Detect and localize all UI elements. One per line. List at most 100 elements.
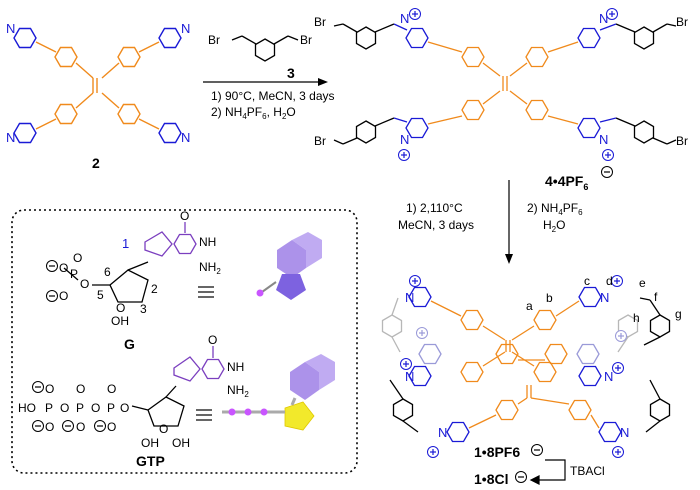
cage-n-5: N bbox=[438, 425, 447, 440]
top-condition-1: 1) 90°C, MeCN, 3 days bbox=[211, 89, 335, 103]
proton-label-d: d bbox=[606, 274, 613, 288]
c4-n-plus-2: N bbox=[599, 11, 608, 26]
gtp-o5: O bbox=[120, 401, 129, 415]
proton-label-c: c bbox=[584, 274, 590, 288]
cage-charge-back-1 bbox=[415, 326, 429, 340]
gtp-oh-2: OH bbox=[172, 436, 190, 450]
gtp-charge-1 bbox=[31, 380, 45, 394]
gtp-p3-o-bottom: O bbox=[107, 420, 116, 434]
down-condition-left-1: 1) 2,110°C bbox=[406, 201, 463, 215]
gtp-nh2: NH2 bbox=[227, 383, 249, 399]
compound-3-label: 3 bbox=[287, 65, 295, 81]
g-numbering-3: 3 bbox=[140, 302, 147, 316]
gtp-bridge-o-1: O bbox=[60, 401, 69, 415]
g-p-o-1: O bbox=[59, 261, 68, 275]
gtp-p3-o-top: O bbox=[107, 382, 116, 396]
cage-charge-4 bbox=[611, 361, 625, 375]
c2-n-atom-4: N bbox=[181, 130, 190, 145]
down-condition-right-1: 2) NH4PF6 bbox=[527, 201, 583, 217]
top-condition-2: 2) NH4PF6, H2O bbox=[211, 105, 296, 121]
cage-charge-6 bbox=[611, 445, 625, 459]
cage-n-1: N bbox=[405, 290, 414, 305]
gtp-charge-4 bbox=[93, 419, 107, 433]
g-nh: NH bbox=[199, 235, 216, 249]
reagent-3-br-left: Br bbox=[208, 33, 220, 47]
c2-n-atom-1: N bbox=[6, 21, 15, 36]
compound-4-structure bbox=[333, 23, 677, 145]
c4-n-plus-4: N bbox=[599, 132, 608, 147]
gtp-charge-2 bbox=[31, 419, 45, 433]
cage-n-4: N bbox=[604, 369, 613, 384]
g-nh2: NH2 bbox=[199, 260, 221, 276]
reagent-3-br-right: Br bbox=[300, 33, 312, 47]
down-condition-left-2: MeCN, 3 days bbox=[398, 218, 474, 232]
guanosine-label: G bbox=[124, 336, 135, 352]
cage-n-2: N bbox=[600, 290, 609, 305]
cage-n-3: N bbox=[405, 369, 414, 384]
compound-2-structure bbox=[13, 27, 182, 144]
cage-1-structure bbox=[381, 286, 671, 443]
nucleotide-inset-box bbox=[11, 209, 358, 474]
cage-charge-1 bbox=[408, 274, 422, 288]
g-equivalent-symbol bbox=[198, 286, 214, 298]
compound-3-structure bbox=[231, 35, 299, 62]
gtp-p-1: P bbox=[45, 401, 53, 415]
gtp-p1-o-top: O bbox=[45, 382, 54, 396]
c4-n-plus-1: N bbox=[400, 11, 409, 26]
gtp-label: GTP bbox=[136, 453, 165, 469]
g-p-o-3: O bbox=[73, 251, 82, 265]
proton-label-g: g bbox=[675, 307, 682, 321]
cage-charge-5 bbox=[426, 445, 440, 459]
g-numbering-6: 6 bbox=[104, 265, 111, 279]
gtp-p-2: P bbox=[76, 401, 84, 415]
g-ring-o: O bbox=[116, 301, 125, 315]
c4-charge-2 bbox=[605, 7, 619, 21]
c4-charge-3 bbox=[397, 148, 411, 162]
cage-charge-3 bbox=[399, 357, 413, 371]
gtp-oh-1: OH bbox=[141, 436, 159, 450]
gtp-ho: HO bbox=[18, 401, 36, 415]
guanosine-structure bbox=[63, 222, 197, 303]
compound-1-pf6-charge bbox=[530, 443, 544, 457]
g-numbering-5: 5 bbox=[97, 288, 104, 302]
gtp-p-3: P bbox=[107, 401, 115, 415]
g-numbering-1: 1 bbox=[122, 236, 129, 251]
gtp-cartoon bbox=[222, 354, 335, 431]
gtp-p2-o-top: O bbox=[76, 382, 85, 396]
down-condition-right-2: H2O bbox=[543, 218, 565, 234]
g-charge-1 bbox=[45, 259, 59, 273]
gtp-structure bbox=[131, 346, 225, 427]
proton-label-a: a bbox=[526, 299, 533, 313]
g-numbering-2: 2 bbox=[151, 282, 158, 296]
c4-br-bottom-left: Br bbox=[314, 134, 326, 148]
compound-4-label: 4•4PF6 bbox=[545, 173, 588, 192]
g-cartoon bbox=[256, 232, 322, 300]
c4-charge-1 bbox=[408, 7, 422, 21]
gtp-bridge-o-2: O bbox=[91, 401, 100, 415]
g-carbonyl-o: O bbox=[180, 209, 189, 223]
gtp-ring-o: O bbox=[159, 422, 168, 436]
g-phosphorus: P bbox=[70, 267, 78, 281]
cage-charge-2 bbox=[610, 274, 624, 288]
down-reaction-arrow bbox=[505, 180, 513, 264]
tbacl-reagent: TBACl bbox=[570, 464, 605, 478]
gtp-p2-o-bottom: O bbox=[76, 420, 85, 434]
gtp-p1-o-bottom: O bbox=[45, 420, 54, 434]
proton-label-e: e bbox=[639, 276, 646, 290]
c4-br-top-right: Br bbox=[676, 15, 688, 29]
proton-label-h: h bbox=[633, 311, 640, 325]
c4-charge-4 bbox=[601, 148, 615, 162]
compound-1-pf6-label: 1•8PF6 bbox=[474, 444, 520, 460]
proton-label-b: b bbox=[546, 291, 553, 305]
cage-charge-back-2 bbox=[614, 329, 628, 343]
c2-n-atom-3: N bbox=[6, 130, 15, 145]
compound-2-label: 2 bbox=[92, 155, 100, 171]
c2-n-atom-2: N bbox=[181, 21, 190, 36]
gtp-charge-3 bbox=[61, 419, 75, 433]
gtp-nh: NH bbox=[227, 360, 244, 374]
c4-br-bottom-right: Br bbox=[676, 134, 688, 148]
c4-n-plus-3: N bbox=[400, 132, 409, 147]
cage-n-6: N bbox=[620, 425, 629, 440]
gtp-carbonyl-o: O bbox=[208, 333, 217, 347]
